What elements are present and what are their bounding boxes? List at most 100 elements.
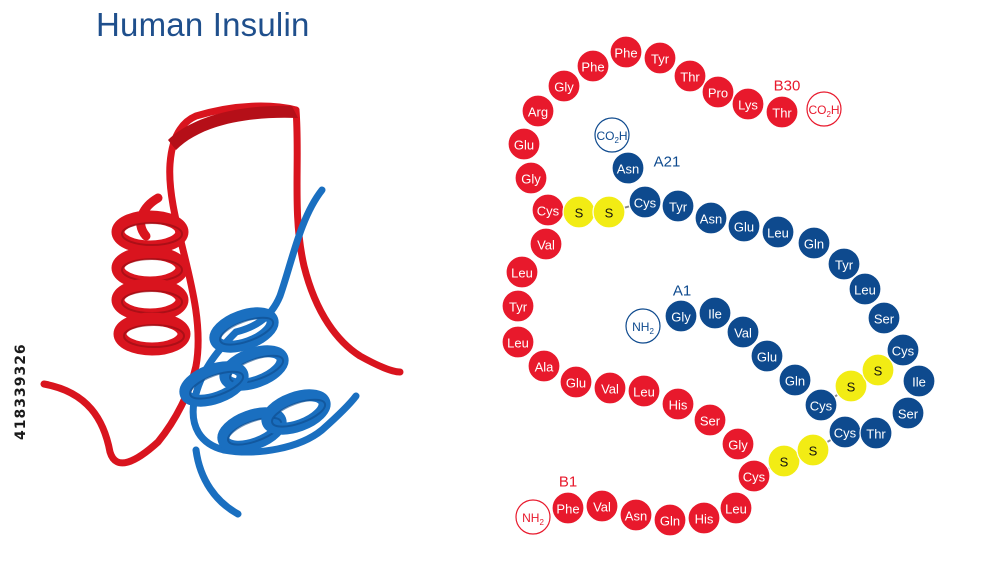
b-chain-ribbon-loop xyxy=(292,106,404,376)
b30-label: B30 xyxy=(774,78,801,95)
b-residue-29-label: Lys xyxy=(738,98,758,113)
b-residue-26-label: Tyr xyxy=(651,52,670,67)
a-residue-5-label: Gln xyxy=(785,374,805,389)
a-chain-helix-shade xyxy=(271,398,327,428)
disulfide-sulfur-a20-b19-1: S xyxy=(562,195,596,229)
b-residue-18-circle xyxy=(529,227,563,261)
disulfide-sulfur-a6-a11-2: S xyxy=(861,353,895,387)
b-residue-8-label: Gly xyxy=(728,438,748,453)
b-residue-2-label: Val xyxy=(593,500,611,515)
b-residue-20-label: Gly xyxy=(521,172,541,187)
b-residue-11-label: Leu xyxy=(633,385,655,400)
a1-label: A1 xyxy=(673,283,691,300)
a-chain-helix-shade xyxy=(219,316,275,346)
b-chain-c-terminus: CO2H xyxy=(806,91,842,127)
a-residue-12-circle xyxy=(867,301,901,335)
b-residue-15-circle xyxy=(501,325,535,359)
svg-text:CO2H: CO2H xyxy=(808,103,839,119)
a-residue-10-circle xyxy=(902,364,936,398)
a-chain-ribbon-loop xyxy=(232,186,326,336)
b-residue-14: Ala xyxy=(527,349,561,383)
b-residue-27-label: Thr xyxy=(680,70,700,85)
a-residue-4-label: Glu xyxy=(757,350,777,365)
a-residue-12-label: Ser xyxy=(874,312,895,327)
a-residue-12: Ser xyxy=(867,301,901,335)
a-chain-c-terminus: CO2H xyxy=(594,117,630,153)
b-residue-26: Tyr xyxy=(643,41,677,75)
a-residue-21: Asn xyxy=(611,151,645,185)
svg-text:CO2H: CO2H xyxy=(596,129,627,145)
disulfide-sulfur-a6-a11-2-circle xyxy=(861,353,895,387)
b-residue-24-label: Phe xyxy=(581,60,604,75)
b-residue-7: Cys xyxy=(737,459,771,493)
b-residue-13-label: Glu xyxy=(566,376,586,391)
b-residue-10-circle xyxy=(661,387,695,421)
a-residue-8-label: Thr xyxy=(866,427,886,442)
b-chain-helix-shade xyxy=(121,222,183,246)
b-residue-17-circle xyxy=(505,255,539,289)
a-residue-10-label: Ile xyxy=(912,375,926,390)
disulfide-sulfur-a6-a11-1-circle xyxy=(834,369,868,403)
b-residue-11: Leu xyxy=(627,374,661,408)
a-chain-helix-turn xyxy=(179,361,249,407)
b-residue-18: Val xyxy=(529,227,563,261)
b-residue-29: Lys xyxy=(731,87,765,121)
b-residue-16-circle xyxy=(501,289,535,323)
b-residue-24: Phe xyxy=(576,49,610,83)
b-residue-25-circle xyxy=(609,35,643,69)
b-residue-20: Gly xyxy=(514,161,548,195)
a-residue-1: Gly xyxy=(664,299,698,333)
b-residue-21-label: Glu xyxy=(514,138,534,153)
a-residue-3-circle xyxy=(726,315,760,349)
b-residue-3-circle xyxy=(619,498,653,532)
a-residue-6-circle xyxy=(804,388,838,422)
disulfide-sulfur-a7-b7-2-label: S xyxy=(809,444,818,459)
a-residue-9: Ser xyxy=(891,396,925,430)
a-residue-19-label: Tyr xyxy=(669,200,688,215)
disulfide-sulfur-a20-b19-1-label: S xyxy=(575,206,584,221)
b-residue-9: Ser xyxy=(693,403,727,437)
disulfide-sulfur-a7-b7-2: S xyxy=(796,433,830,467)
b-residue-27-circle xyxy=(673,59,707,93)
a-residue-14-label: Tyr xyxy=(835,258,854,273)
disulfide-sulfur-a7-b7-1-circle xyxy=(767,444,801,478)
a-residue-13-circle xyxy=(848,272,882,306)
b-residue-29-circle xyxy=(731,87,765,121)
b-residue-13-circle xyxy=(559,365,593,399)
a-residue-10: Ile xyxy=(902,364,936,398)
b-residue-13: Glu xyxy=(559,365,593,399)
a-residue-9-label: Ser xyxy=(898,407,919,422)
b-residue-1: Phe xyxy=(551,491,585,525)
b-residue-12-circle xyxy=(593,371,627,405)
b-residue-1-label: Phe xyxy=(556,502,579,517)
b-residue-23-circle xyxy=(547,69,581,103)
a-residue-14-circle xyxy=(827,247,861,281)
b-residue-16-label: Tyr xyxy=(509,300,528,315)
b-residue-12-label: Val xyxy=(601,382,619,397)
b-residue-23: Gly xyxy=(547,69,581,103)
b-residue-30-label: Thr xyxy=(772,106,792,121)
a-chain-ribbon-loop xyxy=(192,446,242,518)
a-residue-19-circle xyxy=(661,189,695,223)
b-residue-27: Thr xyxy=(673,59,707,93)
a-residue-3: Val xyxy=(726,315,760,349)
b-residue-12: Val xyxy=(593,371,627,405)
b-chain-helix-shade xyxy=(123,324,185,348)
b-residue-2: Val xyxy=(585,489,619,523)
b-residue-30: Thr xyxy=(765,95,799,129)
b-residue-15-label: Leu xyxy=(507,336,529,351)
a-chain-helix-shade xyxy=(229,354,285,384)
b-residue-18-label: Val xyxy=(537,238,555,253)
b-residue-9-circle xyxy=(693,403,727,437)
svg-text:NH2: NH2 xyxy=(522,511,544,527)
b-residue-28-label: Pro xyxy=(708,86,728,101)
b-residue-3-label: Asn xyxy=(625,509,647,524)
a-residue-18-label: Asn xyxy=(700,212,722,227)
b-residue-24-circle xyxy=(576,49,610,83)
b-residue-19: Cys xyxy=(531,193,565,227)
a-chain-helix-shade xyxy=(189,370,245,400)
disulfide-sulfur-a7-b7-1-label: S xyxy=(780,455,789,470)
b-chain-ribbon-sheet xyxy=(168,105,298,150)
b-residue-10: His xyxy=(661,387,695,421)
